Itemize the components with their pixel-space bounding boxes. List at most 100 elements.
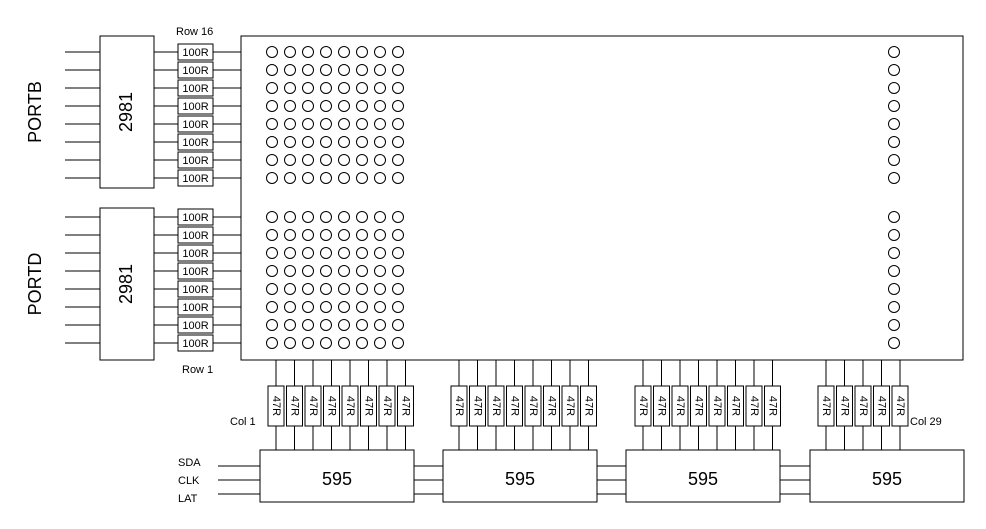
led xyxy=(392,172,404,184)
row-bottom-label: Row 1 xyxy=(182,364,213,376)
led xyxy=(374,319,386,331)
column-resistor-label: 47R xyxy=(363,396,375,416)
led xyxy=(320,283,332,295)
led xyxy=(320,337,332,349)
column-resistor-label: 47R xyxy=(857,396,869,416)
led xyxy=(338,301,350,313)
row-resistor xyxy=(177,208,214,226)
led xyxy=(266,136,278,148)
led xyxy=(284,82,296,94)
led xyxy=(302,100,314,112)
led xyxy=(284,229,296,241)
row-resistor xyxy=(177,244,214,262)
led xyxy=(320,118,332,130)
column-resistor xyxy=(469,385,486,427)
row-resistor xyxy=(177,169,214,187)
column-resistor xyxy=(487,385,505,427)
column-resistor-label: 47R xyxy=(326,396,338,416)
led xyxy=(266,229,278,241)
led xyxy=(888,283,900,295)
shift-register-label: 595 xyxy=(872,469,902,489)
shift-register-3 xyxy=(625,449,781,503)
column-resistor xyxy=(891,385,909,427)
led xyxy=(356,301,368,313)
row-resistor-label: 100R xyxy=(182,248,208,260)
led xyxy=(888,172,900,184)
column-resistor xyxy=(708,385,726,427)
row-resistor-label: 100R xyxy=(182,65,208,77)
led xyxy=(888,154,900,166)
column-resistor xyxy=(690,385,707,427)
led xyxy=(266,265,278,277)
row-resistor xyxy=(177,79,214,97)
led xyxy=(338,82,350,94)
column-resistor-label: 47R xyxy=(674,396,686,416)
col-first-label: Col 1 xyxy=(230,416,256,428)
column-resistor-label: 47R xyxy=(637,396,649,416)
led xyxy=(302,172,314,184)
led xyxy=(338,64,350,76)
led xyxy=(302,118,314,130)
row-resistor xyxy=(177,133,214,151)
led xyxy=(266,337,278,349)
column-resistor-label: 47R xyxy=(307,396,319,416)
column-resistor xyxy=(561,385,579,427)
row-resistor xyxy=(177,97,214,115)
column-resistor xyxy=(580,385,597,427)
led xyxy=(266,172,278,184)
led xyxy=(284,301,296,313)
led xyxy=(374,301,386,313)
led xyxy=(302,301,314,313)
led xyxy=(374,100,386,112)
column-resistor-label: 47R xyxy=(583,396,595,416)
led xyxy=(284,265,296,277)
led xyxy=(356,154,368,166)
shift-register-1 xyxy=(259,449,415,503)
row-resistor-label: 100R xyxy=(182,284,208,296)
led xyxy=(302,136,314,148)
column-resistor-label: 47R xyxy=(381,396,393,416)
led xyxy=(338,154,350,166)
shift-register-4 xyxy=(809,449,965,503)
column-resistor-label: 47R xyxy=(876,396,888,416)
column-resistor xyxy=(854,385,872,427)
led xyxy=(888,247,900,259)
led xyxy=(356,100,368,112)
led xyxy=(266,319,278,331)
column-resistor xyxy=(524,385,542,427)
row-resistor-label: 100R xyxy=(182,338,208,350)
row-resistor-label: 100R xyxy=(182,266,208,278)
led xyxy=(302,211,314,223)
row-resistor-label: 100R xyxy=(182,47,208,59)
led xyxy=(284,46,296,58)
led xyxy=(320,211,332,223)
led xyxy=(284,136,296,148)
column-resistor-label: 47R xyxy=(509,396,521,416)
led xyxy=(392,265,404,277)
led xyxy=(356,337,368,349)
led xyxy=(338,319,350,331)
led xyxy=(356,172,368,184)
row-resistor xyxy=(177,298,214,316)
row-resistors: 100R100R100R100R100R100R100R100R100R100R… xyxy=(177,43,214,352)
led xyxy=(284,211,296,223)
column-resistor xyxy=(267,385,285,427)
led xyxy=(338,247,350,259)
shift-register-2 xyxy=(442,449,598,503)
column-resistor xyxy=(397,385,414,427)
led xyxy=(320,100,332,112)
led xyxy=(392,100,404,112)
column-resistor-label: 47R xyxy=(693,396,705,416)
column-resistor xyxy=(543,385,560,427)
row-resistor xyxy=(177,226,214,244)
led xyxy=(888,301,900,313)
led xyxy=(392,46,404,58)
led xyxy=(356,319,368,331)
led xyxy=(374,211,386,223)
column-resistor xyxy=(378,385,396,427)
led-matrix-panel xyxy=(240,35,964,361)
row-resistor xyxy=(177,43,214,61)
column-resistor-label: 47R xyxy=(546,396,558,416)
column-resistor xyxy=(653,385,670,427)
